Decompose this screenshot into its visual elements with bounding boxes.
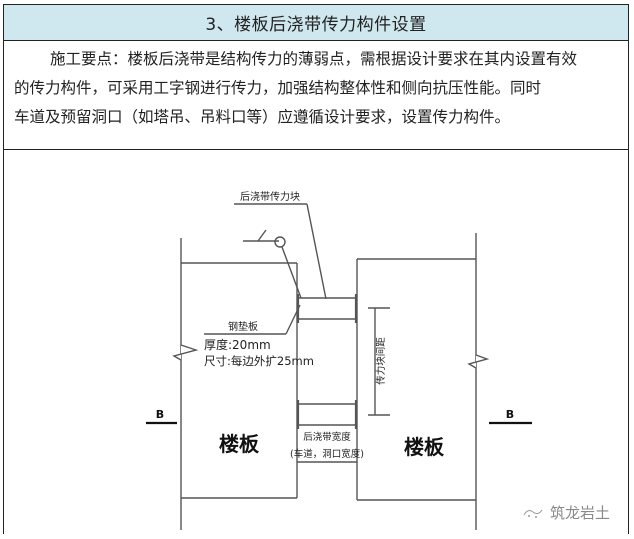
wechat-logo-icon (523, 509, 543, 518)
notes-line-2: 的传力构件，可采用工字钢进行传力，加强结构整体性和侧向抗压性能。同时 (14, 79, 542, 97)
watermark-text: 筑龙岩土 (549, 504, 610, 522)
strip-width-label: 后浇带宽度 (303, 431, 351, 443)
break-symbol-right (467, 354, 490, 369)
svg-text:B: B (156, 408, 164, 421)
left-slab-outline (180, 238, 298, 530)
section-marker-left: B (146, 408, 177, 425)
table-header-row: 3、楼板后浇带传力构件设置 (4, 5, 628, 41)
spacing-dimension (368, 307, 390, 416)
section-title: 3、楼板后浇带传力构件设置 (205, 15, 427, 35)
section-marker-right: B (489, 408, 532, 425)
cad-drawing-area: B B 后浇带传力块 钢垫板 厚度:20mm 尺寸:每边外扩25mm 传力块间距… (4, 150, 628, 535)
left-slab-label: 楼板 (219, 432, 260, 456)
notes-line-1: 施工要点：楼板后浇带是结构传力的薄弱点，需根据设计要求在其内设置有效 (50, 50, 578, 68)
break-symbol-left (172, 344, 199, 361)
spec-table: 3、楼板后浇带传力构件设置 施工要点：楼板后浇带是结构传力的薄弱点，需根据设计要… (3, 4, 629, 534)
spacing-label: 传力块间距 (375, 337, 387, 385)
notes-line-3: 车道及预留洞口（如塔吊、吊料口等）应遵循设计要求，设置传力构件。 (14, 108, 511, 126)
transfer-block-label: 后浇带传力块 (240, 190, 300, 203)
watermark: 筑龙岩土 (522, 502, 610, 523)
size-label: 尺寸:每边外扩25mm (204, 354, 314, 368)
strip-width-note: (车道，洞口宽度) (290, 448, 364, 460)
lower-transfer-block (296, 400, 358, 429)
thickness-label: 厚度:20mm (204, 337, 271, 352)
post-pour-strip-drawing: B B 后浇带传力块 钢垫板 厚度:20mm 尺寸:每边外扩25mm 传力块间距… (146, 190, 532, 530)
construction-notes-row: 施工要点：楼板后浇带是结构传力的薄弱点，需根据设计要求在其内设置有效 的传力构件… (4, 41, 628, 150)
svg-text:B: B (506, 408, 514, 421)
steel-plate-label: 钢垫板 (228, 320, 258, 333)
right-slab-label: 楼板 (404, 435, 445, 459)
upper-transfer-block (296, 294, 358, 323)
